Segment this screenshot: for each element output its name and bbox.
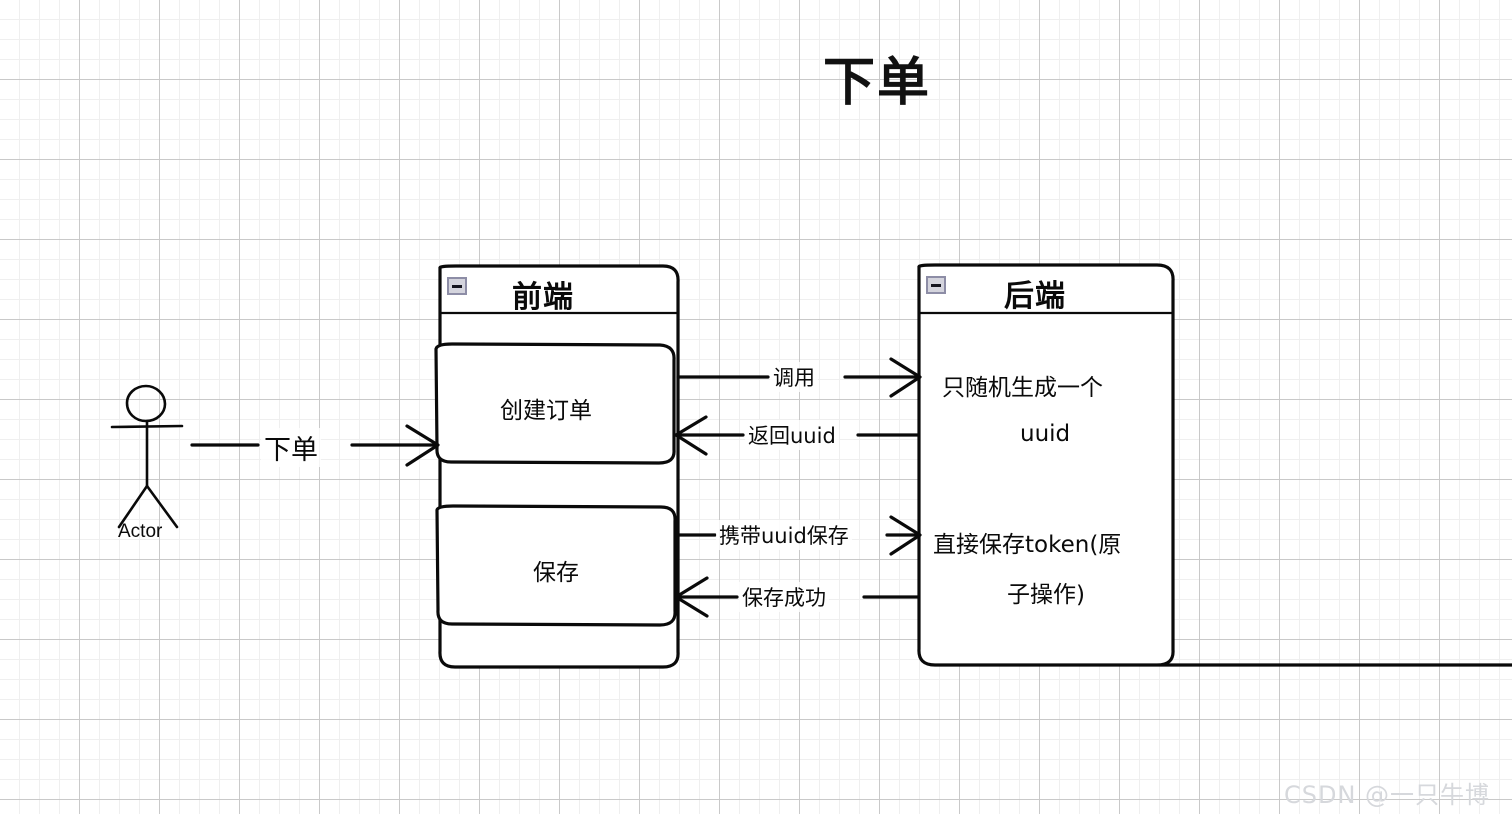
actor-figure (110, 384, 184, 529)
backend-lane-header: 后端 (1004, 279, 1066, 314)
edge-label-call: 调用 (770, 362, 818, 392)
frontend-step-save[interactable]: 保存 (533, 560, 579, 586)
edge-label-return-uuid: 返回uuid (745, 420, 839, 450)
minus-icon[interactable] (926, 276, 946, 294)
edge-label-save-success: 保存成功 (739, 582, 829, 612)
page-title: 下单 (823, 53, 932, 113)
edge-save-success (674, 576, 920, 618)
minus-icon[interactable] (447, 277, 467, 295)
frontend-lane-header: 前端 (512, 280, 574, 315)
backend-step-save-token-line2: 子操作) (1007, 582, 1085, 608)
backend-lane-shape (917, 263, 1512, 667)
edge-return-uuid (674, 415, 920, 456)
edge-actor-to-frontend (190, 424, 440, 467)
backend-step-generate-uuid-line1: 只随机生成一个 (942, 375, 1103, 401)
edge-save-with-uuid (676, 515, 922, 556)
edge-label-actor-to-frontend: 下单 (261, 428, 321, 467)
actor-label: Actor (118, 521, 163, 542)
edge-label-save-with-uuid: 携带uuid保存 (716, 520, 852, 550)
backend-step-save-token-line1: 直接保存token(原 (933, 532, 1122, 558)
frontend-step-create-order[interactable]: 创建订单 (500, 398, 592, 424)
edge-call (676, 357, 922, 398)
backend-step-generate-uuid-line2: uuid (1020, 421, 1071, 447)
frontend-lane-shape (434, 264, 680, 669)
watermark: CSDN @一只牛博 (1284, 781, 1491, 809)
